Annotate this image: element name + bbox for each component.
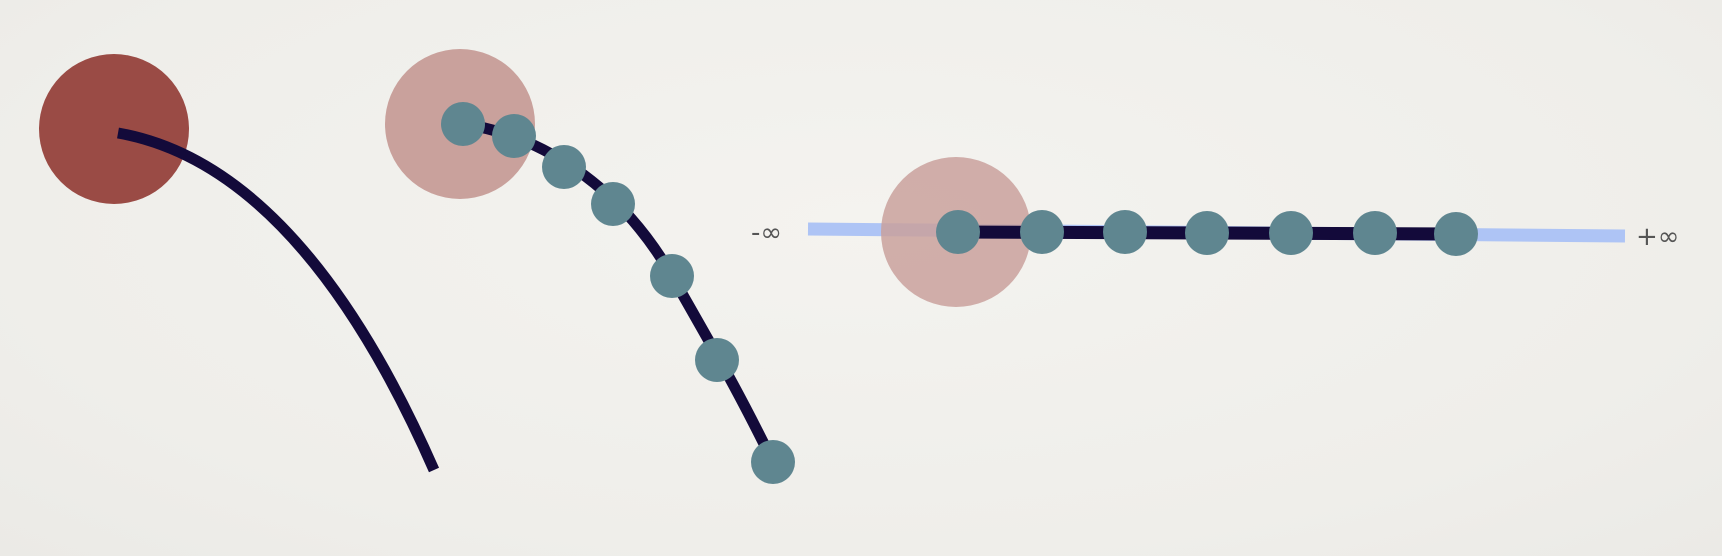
- sample-point: [1020, 210, 1064, 254]
- sample-point: [1269, 211, 1313, 255]
- start-point-halo: [39, 54, 189, 204]
- sample-point: [1434, 212, 1478, 256]
- panel-continuous-curve: [39, 54, 440, 473]
- pos-infinity-label: +∞: [1636, 222, 1679, 252]
- panel-sampled-curve: [385, 49, 795, 484]
- sample-point: [936, 210, 980, 254]
- neg-infinity-label: -∞: [751, 218, 782, 248]
- panel-infinite-line: -∞ +∞: [751, 157, 1679, 307]
- sample-point: [441, 102, 485, 146]
- sample-point: [591, 182, 635, 226]
- sample-point: [1353, 211, 1397, 255]
- sample-point: [492, 114, 536, 158]
- sample-point: [1185, 211, 1229, 255]
- sample-point: [1103, 210, 1147, 254]
- sample-point: [695, 338, 739, 382]
- sample-point: [650, 254, 694, 298]
- sample-point: [542, 145, 586, 189]
- sample-point: [751, 440, 795, 484]
- continuous-curve: [117, 127, 440, 473]
